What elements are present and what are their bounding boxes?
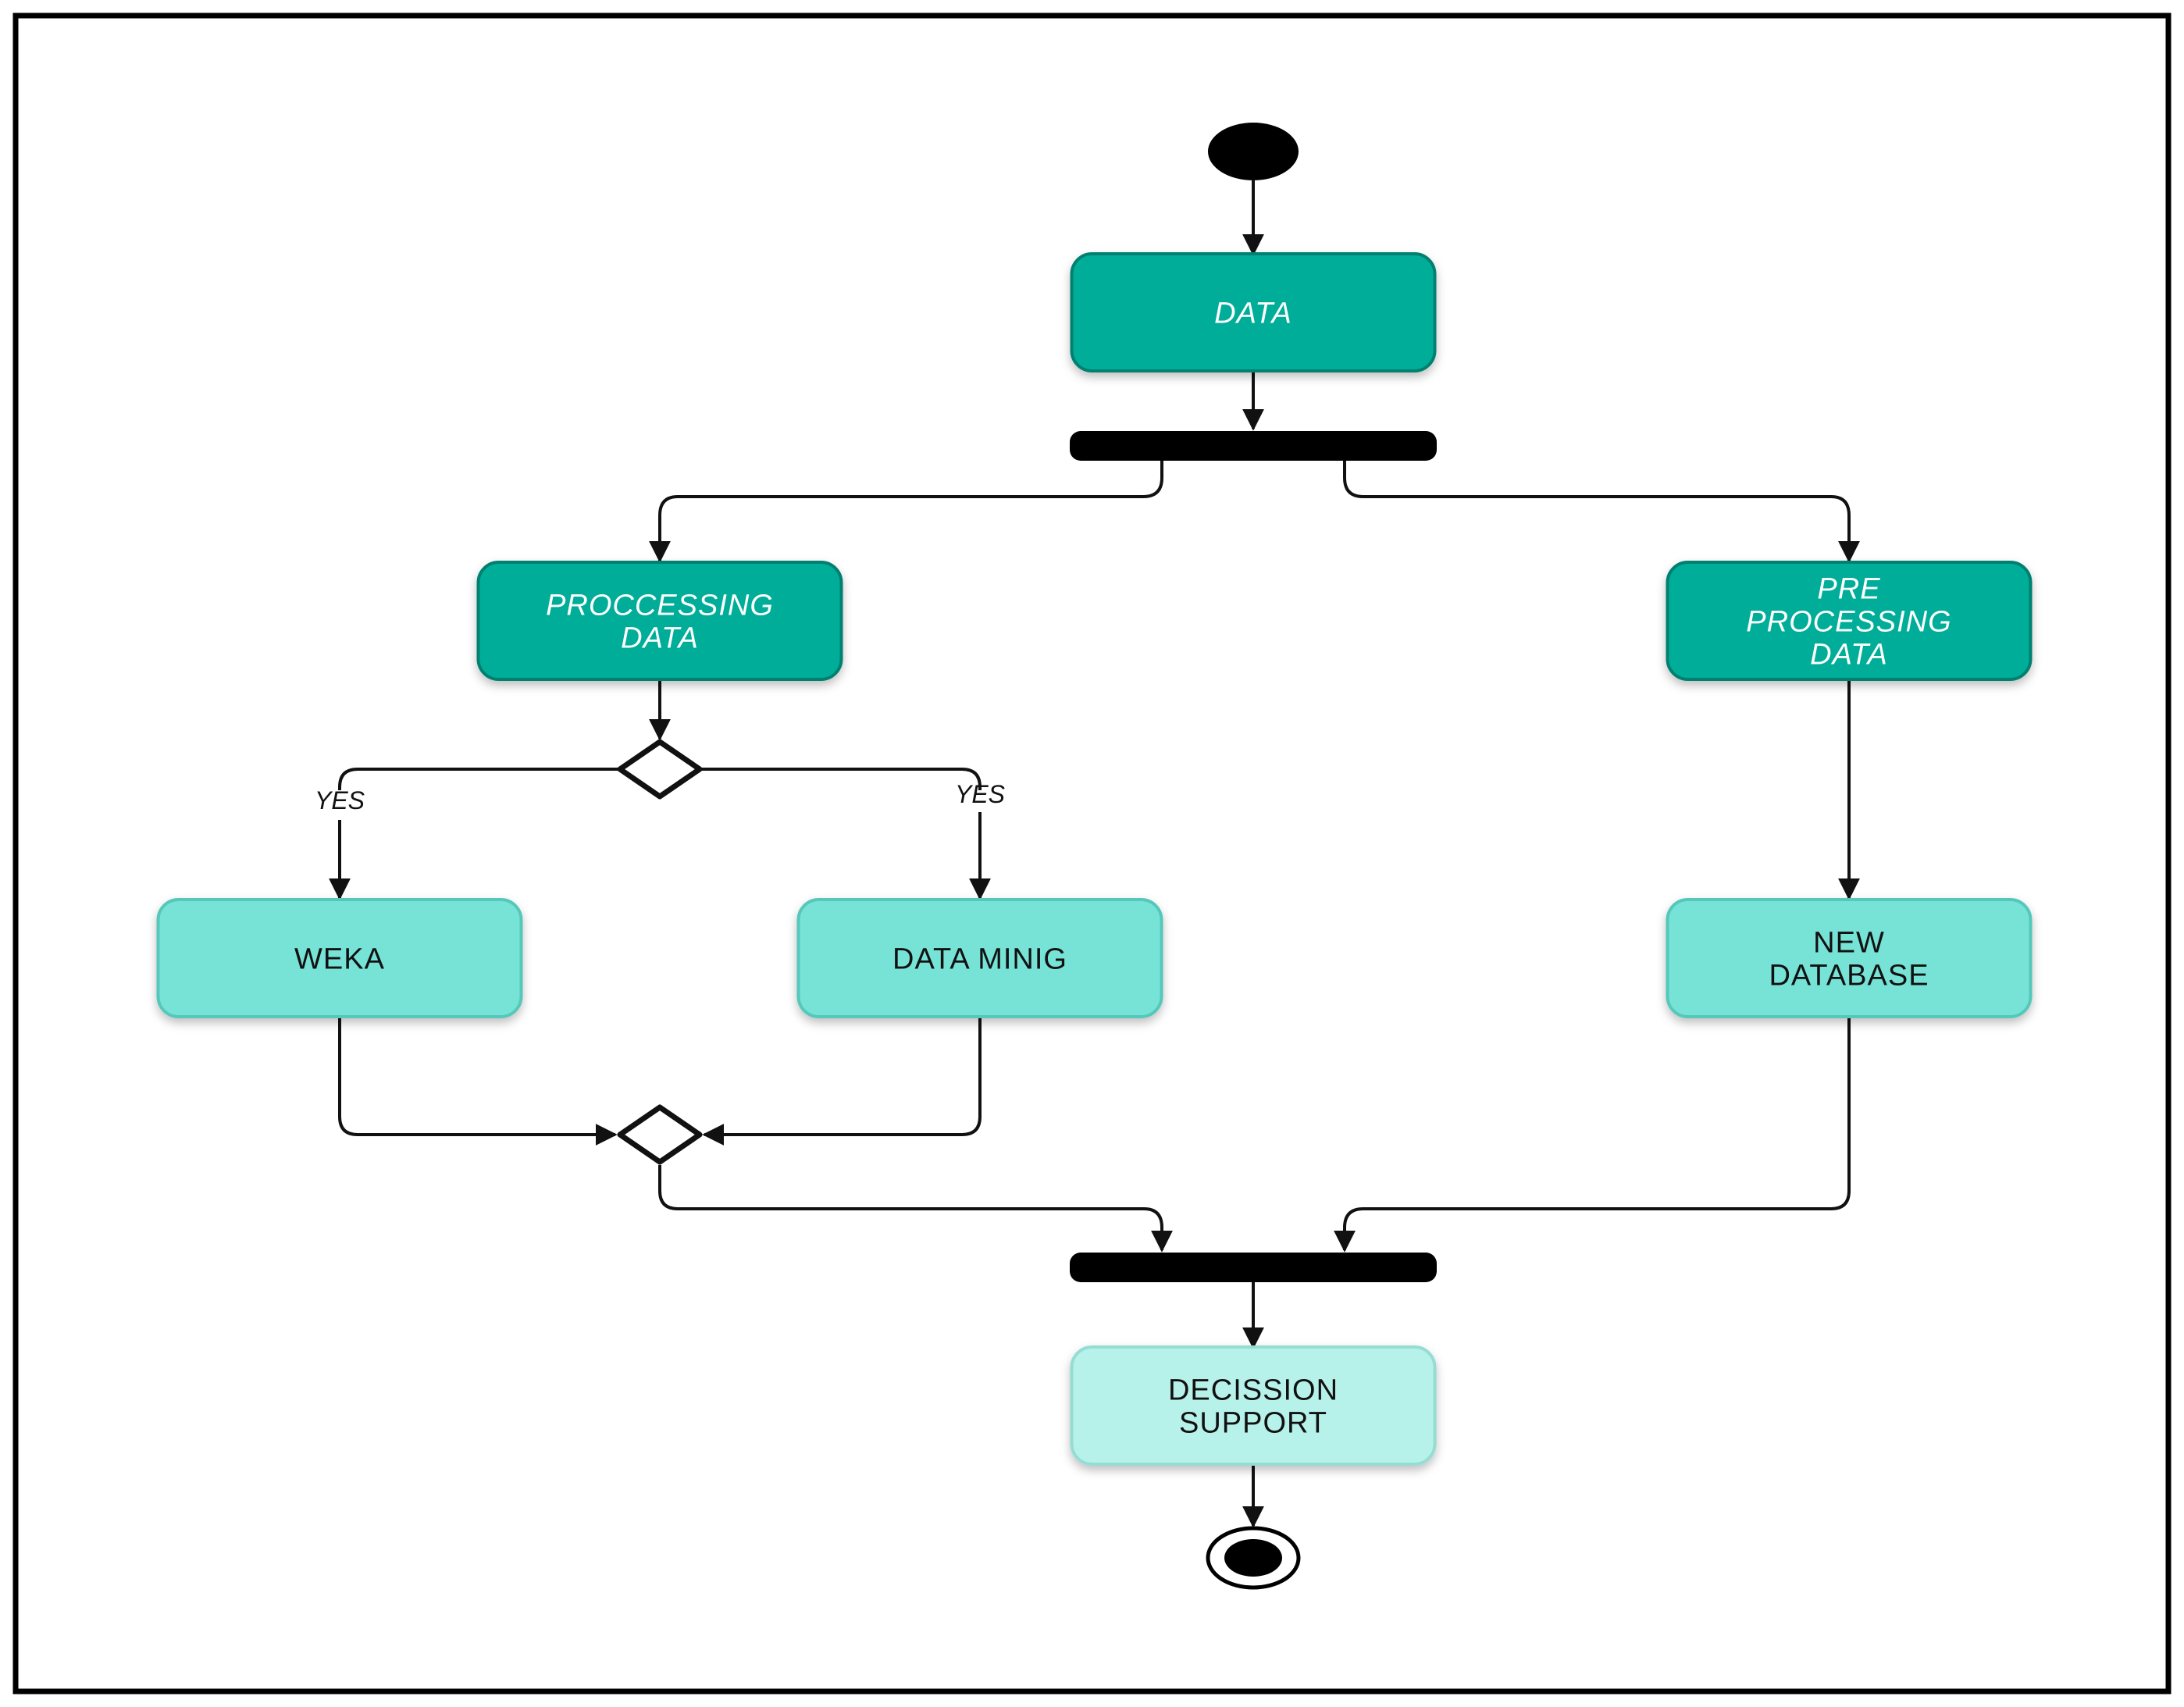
activity-node-datamining: DATA MINIG xyxy=(796,898,1163,1018)
activity-node-label: DATA MINIG xyxy=(892,943,1067,975)
activity-node-label: DECISSION xyxy=(1168,1374,1338,1406)
edge-label-yes-right: YES xyxy=(955,780,1005,808)
connectors xyxy=(329,180,1860,1528)
decision-diamond xyxy=(617,739,703,800)
activity-node-label: PRE xyxy=(1817,572,1880,605)
activity-node-box xyxy=(1666,561,2033,681)
merge-diamond xyxy=(617,1104,703,1165)
activity-node-label: DATA xyxy=(621,622,699,654)
initial-node xyxy=(1208,123,1299,180)
activity-node-weka: WEKA xyxy=(156,898,523,1018)
activity-node-box xyxy=(476,561,843,681)
activity-node-box xyxy=(1070,252,1437,372)
activity-node-box xyxy=(156,898,523,1018)
edge-merge-to-join xyxy=(658,1165,1173,1253)
activity-node-data: DATA xyxy=(1070,252,1437,372)
edge-fork-to-preprocessing xyxy=(1343,461,1860,563)
join-bar xyxy=(1070,1253,1437,1282)
activity-node-label: WEKA xyxy=(294,943,385,975)
activity-node-label: PROCESSING xyxy=(1746,605,1951,638)
activity-node-label: DATA xyxy=(1810,638,1888,671)
edge-newdb-to-join xyxy=(1334,1017,1851,1253)
edge-datamining-to-merge xyxy=(702,1017,982,1146)
final-node xyxy=(1206,1526,1301,1590)
edge-decision-to-weka xyxy=(338,768,618,790)
activity-node-label: SUPPORT xyxy=(1179,1406,1327,1439)
edge-weka-to-merge xyxy=(338,1017,618,1146)
edge-fork-to-processing xyxy=(649,461,1163,563)
fork-bar xyxy=(1070,431,1437,461)
activity-node-label: PROCCESSING xyxy=(546,589,774,622)
outer-border xyxy=(12,12,2172,1695)
edge-decision-to-datamining xyxy=(702,768,982,790)
activity-node-box xyxy=(796,898,1163,1018)
activity-node-label: DATABASE xyxy=(1769,959,1929,992)
activity-node-box xyxy=(1666,898,2033,1018)
activity-node-label: NEW xyxy=(1813,926,1885,959)
activity-node-label: DATA xyxy=(1214,297,1292,330)
activity-node-box xyxy=(1070,1345,1437,1466)
edge-label-yes-left: YES xyxy=(315,786,365,814)
